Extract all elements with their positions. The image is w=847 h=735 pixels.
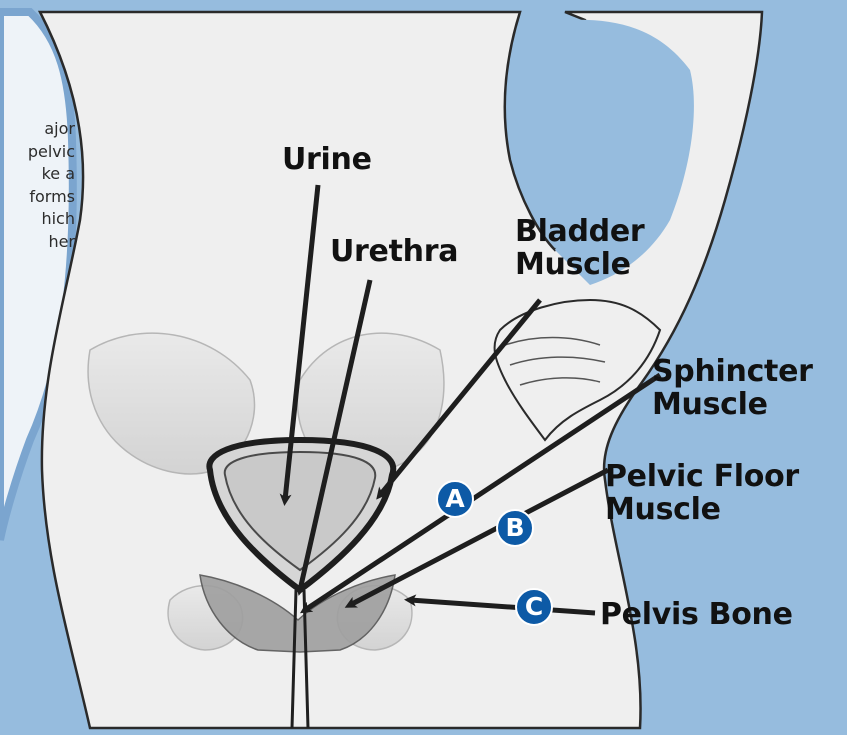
label-pelvic-floor-muscle-line2: Muscle — [605, 493, 799, 526]
badge-b: B — [496, 509, 534, 547]
label-bladder-muscle-line1: Bladder — [515, 215, 644, 248]
urethra-arrow — [300, 280, 370, 590]
label-pelvic-floor-muscle: Pelvic Floor Muscle — [605, 460, 799, 526]
label-sphincter-muscle: Sphincter Muscle — [652, 355, 813, 421]
bladder-muscle-arrow — [380, 300, 540, 495]
label-urethra: Urethra — [330, 235, 458, 268]
label-pelvic-floor-muscle-line1: Pelvic Floor — [605, 460, 799, 493]
badge-c: C — [515, 588, 553, 626]
pelvis-bone-arrow — [410, 600, 595, 613]
label-bladder-muscle-line2: Muscle — [515, 248, 644, 281]
label-bladder-muscle: Bladder Muscle — [515, 215, 644, 281]
label-urine: Urine — [282, 143, 372, 176]
label-sphincter-muscle-line1: Sphincter — [652, 355, 813, 388]
urine-arrow — [285, 185, 318, 500]
label-sphincter-muscle-line2: Muscle — [652, 388, 813, 421]
label-pelvis-bone: Pelvis Bone — [600, 598, 793, 631]
pelvic-floor-muscle-arrow — [350, 470, 608, 605]
badge-a: A — [436, 480, 474, 518]
